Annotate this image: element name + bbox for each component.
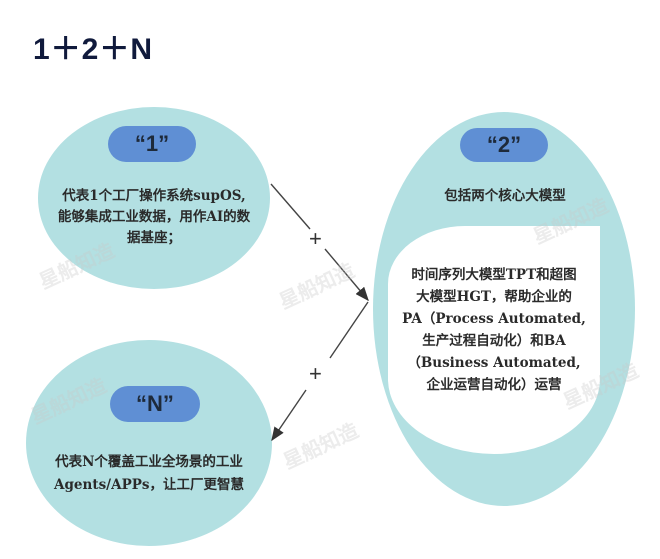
- node-2-text: 时间序列大模型TPT和超图 大模型HGT，帮助企业的 PA（Process Au…: [384, 264, 604, 396]
- node-1-label: “1”: [108, 126, 196, 162]
- node-2-line: PA（Process Automated,: [402, 311, 586, 327]
- node-2-inner-panel: [388, 226, 600, 454]
- node-n-label: “N”: [110, 386, 200, 422]
- node-1-line: 代表1个工厂操作系统supOS,: [62, 188, 246, 204]
- node-n-text: 代表N个覆盖工业全场景的工业 Agents/APPs，让工厂更智慧: [30, 451, 268, 497]
- node-n-ellipse: [26, 340, 272, 546]
- node-2-line: （Business Automated,: [407, 355, 581, 371]
- node-2-line: 企业运营自动化）运营: [426, 377, 562, 393]
- node-n-line: 代表N个覆盖工业全场景的工业: [55, 454, 243, 470]
- node-2-line: 大模型HGT，帮助企业的: [416, 289, 572, 305]
- node-2-subtitle: 包括两个核心大模型: [444, 188, 566, 204]
- node-n-line: Agents/APPs，让工厂更智慧: [54, 477, 244, 493]
- plus-top: +: [309, 226, 322, 251]
- node-2-line: 时间序列大模型TPT和超图: [411, 267, 577, 283]
- diagram-title: 1＋2＋N: [33, 33, 154, 66]
- node-1-line: 据基座；: [127, 230, 181, 246]
- node-2-line: 生产过程自动化）和BA: [422, 333, 566, 349]
- node-1-line: 能够集成工业数据，用作AI的数: [57, 209, 251, 225]
- node-2-label: “2”: [460, 128, 548, 162]
- node-1-text: 代表1个工厂操作系统supOS, 能够集成工业数据，用作AI的数 据基座；: [40, 186, 268, 249]
- plus-bottom: +: [309, 361, 322, 386]
